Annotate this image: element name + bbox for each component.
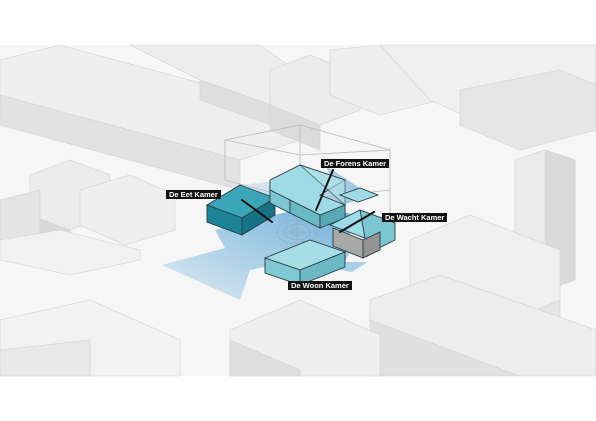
label-eet-kamer: De Eet Kamer bbox=[166, 190, 221, 199]
context-buildings bbox=[0, 44, 596, 377]
leader-eet-kamer bbox=[241, 199, 273, 223]
label-woon-kamer: De Woon Kamer bbox=[288, 281, 352, 290]
leader-wacht-kamer bbox=[339, 211, 375, 233]
label-wacht-kamer: De Wacht Kamer bbox=[382, 213, 448, 222]
main-flow-arrow bbox=[162, 205, 355, 300]
room-forens-kamer bbox=[269, 164, 347, 229]
label-forens-kamer: De Forens Kamer bbox=[321, 159, 390, 168]
leader-lines bbox=[241, 169, 375, 233]
room-woon-kamer bbox=[263, 239, 347, 286]
room-volumes bbox=[205, 164, 397, 286]
leader-forens-kamer bbox=[315, 169, 334, 211]
central-courtyard-pattern bbox=[276, 219, 318, 245]
room-annex bbox=[338, 187, 380, 203]
